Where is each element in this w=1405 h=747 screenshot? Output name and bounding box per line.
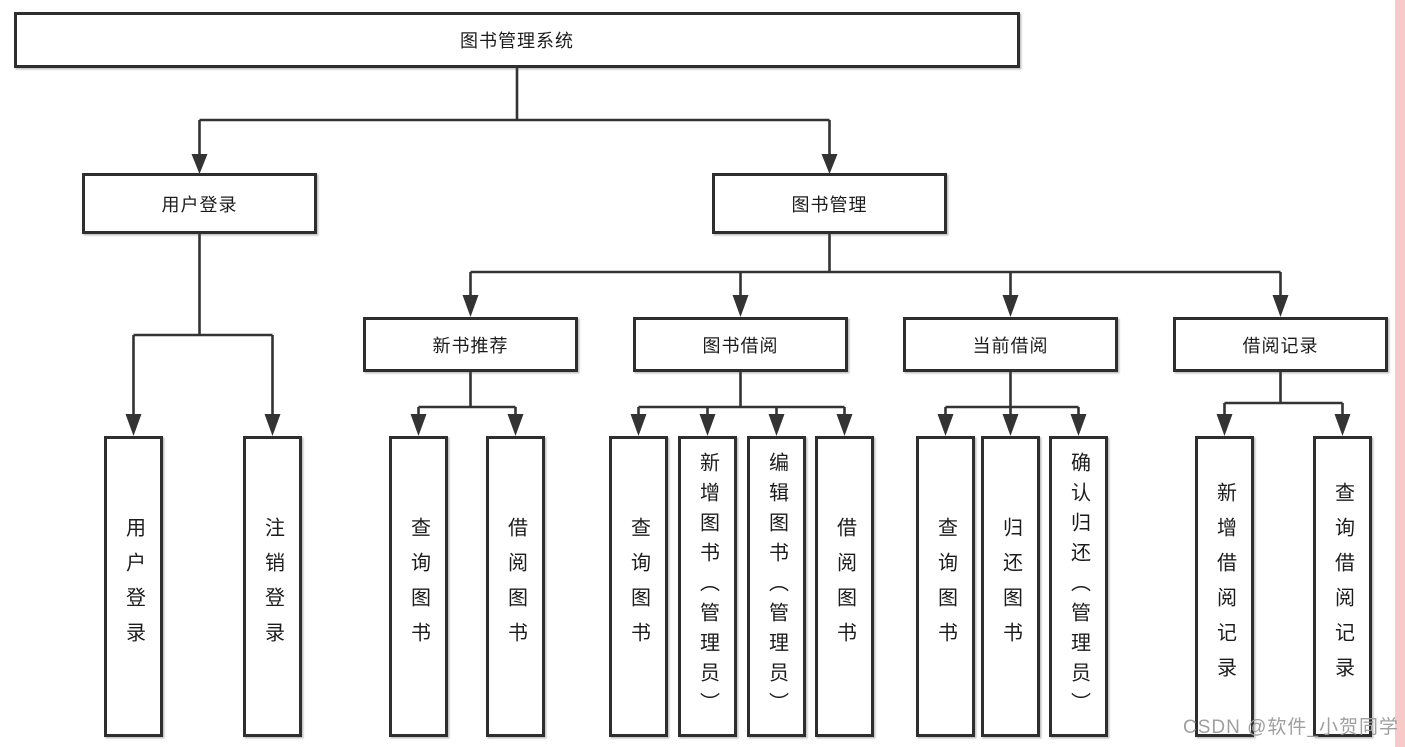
leaf-edit-books-admin: 编辑图书（管理员） [747,436,806,737]
node-label: 用户登录 [161,194,238,215]
leaf-logout: 注销登录 [243,436,302,737]
node-label: 查询图书 [407,516,430,657]
leaf-add-borrow-record: 新增借阅记录 [1195,436,1254,737]
node-label: 确认归还（管理员） [1067,451,1090,722]
node-label: 借阅图书 [504,516,527,657]
node-label: 借阅图书 [833,516,856,657]
leaf-query-borrow-record: 查询借阅记录 [1313,436,1372,737]
node-label: 图书管理系统 [460,31,574,51]
leaf-add-books-admin: 新增图书（管理员） [678,436,737,737]
leaf-return-books: 归还图书 [981,436,1040,737]
node-label: 查询图书 [627,516,650,657]
leaf-user-login: 用户登录 [104,436,163,737]
node-borrow-record: 借阅记录 [1173,317,1388,372]
node-root-system: 图书管理系统 [14,12,1020,68]
leaf-recommend-query-books: 查询图书 [389,436,448,737]
node-label: 当前借阅 [972,335,1049,356]
node-book-management-branch: 图书管理 [712,173,947,234]
node-label: 借阅记录 [1242,335,1319,356]
leaf-confirm-return-admin: 确认归还（管理员） [1049,436,1108,737]
node-label: 编辑图书（管理员） [765,451,788,722]
node-user-login-branch: 用户登录 [82,173,317,234]
leaf-borrow-books: 借阅图书 [815,436,874,737]
node-label: 新增借阅记录 [1213,481,1236,692]
node-label: 归还图书 [999,516,1022,657]
node-label: 新增图书（管理员） [696,451,719,722]
leaf-recommend-borrow-books: 借阅图书 [486,436,545,737]
csdn-watermark: CSDN @软件_小贺同学 [1183,717,1399,738]
node-label: 新书推荐 [432,335,509,356]
node-label: 图书管理 [791,194,868,215]
node-new-book-recommend: 新书推荐 [363,317,578,372]
leaf-borrow-query-books: 查询图书 [609,436,668,737]
leaf-current-query-books: 查询图书 [916,436,975,737]
node-label: 图书借阅 [702,335,779,356]
node-current-borrow: 当前借阅 [903,317,1118,372]
node-book-borrow: 图书借阅 [633,317,848,372]
node-label: 注销登录 [261,516,284,657]
node-label: 查询借阅记录 [1331,481,1354,692]
node-label: 查询图书 [934,516,957,657]
node-label: 用户登录 [122,516,145,657]
right-edge-pink-strip [1395,0,1405,747]
